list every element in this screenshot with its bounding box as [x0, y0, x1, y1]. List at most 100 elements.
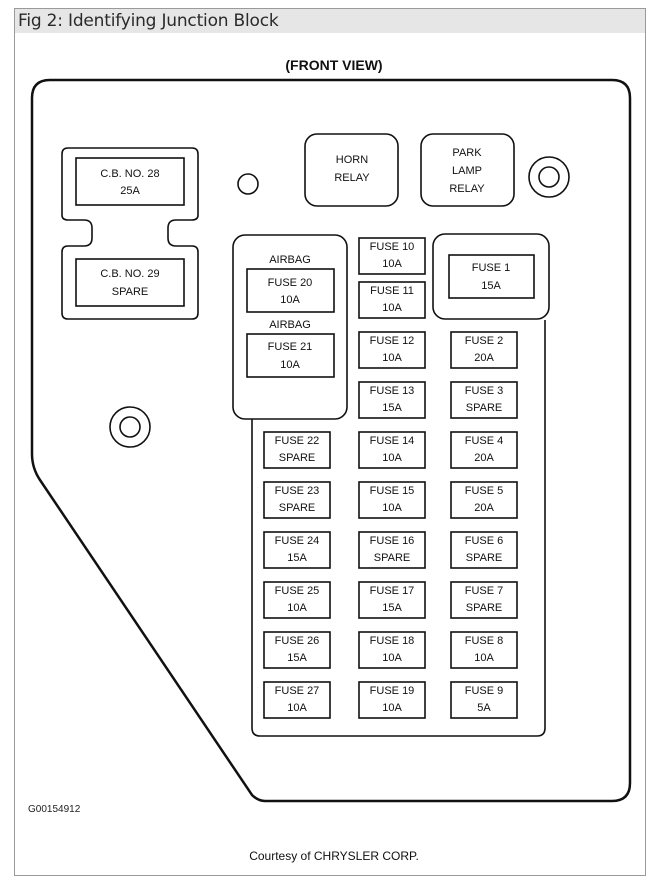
circuit-breaker-rating: 25A — [120, 185, 140, 197]
fuse-10: FUSE 10 10A — [358, 237, 426, 275]
fuse-rating: 10A — [280, 359, 300, 371]
fuse-rating: SPARE — [466, 602, 502, 614]
fuse-rating: 10A — [382, 258, 402, 270]
airbag-label: AIRBAG — [269, 254, 311, 266]
fuse-name: FUSE 14 — [370, 435, 415, 447]
fuse-25: FUSE 25 10A — [263, 581, 331, 619]
fuse-name: FUSE 7 — [465, 585, 504, 597]
fuse-name: FUSE 25 — [275, 585, 320, 597]
title-bar — [15, 9, 645, 33]
fuse-rating: 10A — [382, 502, 402, 514]
fuse-rating: 5A — [477, 702, 491, 714]
fuse-name: FUSE 22 — [275, 435, 320, 447]
fuse-22: FUSE 22 SPARE — [263, 431, 331, 469]
credit-line: Courtesy of CHRYSLER CORP. — [249, 849, 419, 863]
fuse-1: FUSE 1 15A — [448, 254, 535, 299]
fuse-name: FUSE 5 — [465, 485, 504, 497]
fuse-13: FUSE 13 15A — [358, 381, 426, 419]
horn-relay: HORN RELAY — [304, 133, 399, 207]
fuse-7: FUSE 7 SPARE — [450, 581, 518, 619]
fuse-8: FUSE 8 10A — [450, 631, 518, 669]
mounting-hole-right — [528, 156, 570, 198]
fuse-name: FUSE 21 — [268, 341, 313, 353]
fuse-name: FUSE 2 — [465, 335, 504, 347]
fuse-rating: SPARE — [279, 502, 315, 514]
relay-label-line: PARK — [452, 147, 482, 159]
fuse-name: FUSE 12 — [370, 335, 415, 347]
fuse-name: FUSE 6 — [465, 535, 504, 547]
fuse-name: FUSE 15 — [370, 485, 415, 497]
circuit-breaker-29: C.B. NO. 29 SPARE — [75, 258, 185, 307]
circuit-breaker-28: C.B. NO. 28 25A — [75, 157, 185, 206]
fuse-rating: SPARE — [466, 402, 502, 414]
image-code: G00154912 — [28, 804, 81, 815]
circuit-breaker-name: C.B. NO. 28 — [100, 168, 159, 180]
fuse-12: FUSE 12 10A — [358, 331, 426, 369]
relay-label-line: RELAY — [449, 183, 485, 195]
fuse-9: FUSE 9 5A — [450, 681, 518, 719]
relay-label-line: LAMP — [452, 165, 482, 177]
junction-block-outline — [30, 78, 632, 803]
fuse-name: FUSE 23 — [275, 485, 320, 497]
fuse-rating: 15A — [287, 552, 307, 564]
fuse-panel-outline — [251, 320, 546, 737]
fuse-6: FUSE 6 SPARE — [450, 531, 518, 569]
fuse-name: FUSE 18 — [370, 635, 415, 647]
fuse-rating: 10A — [287, 602, 307, 614]
fuse-15: FUSE 15 10A — [358, 481, 426, 519]
circuit-breaker-name: C.B. NO. 29 — [100, 268, 159, 280]
fuse-name: FUSE 9 — [465, 685, 504, 697]
fuse-name: FUSE 17 — [370, 585, 415, 597]
fuse-name: FUSE 3 — [465, 385, 504, 397]
fuse-name: FUSE 11 — [370, 285, 414, 297]
fuse-name: FUSE 19 — [370, 685, 415, 697]
fuse-5: FUSE 5 20A — [450, 481, 518, 519]
fuse-rating: SPARE — [279, 452, 315, 464]
fuse-rating: 10A — [382, 352, 402, 364]
fuse-16: FUSE 16 SPARE — [358, 531, 426, 569]
fuse-23: FUSE 23 SPARE — [263, 481, 331, 519]
fuse-1-housing — [432, 233, 550, 320]
fuse-rating: 20A — [474, 352, 494, 364]
fuse-27: FUSE 27 10A — [263, 681, 331, 719]
fuse-rating: 20A — [474, 502, 494, 514]
fuse-rating: 10A — [474, 652, 494, 664]
fuse-name: FUSE 16 — [370, 535, 415, 547]
fuse-rating: SPARE — [374, 552, 410, 564]
circuit-breaker-rating: SPARE — [112, 286, 148, 298]
fuse-18: FUSE 18 10A — [358, 631, 426, 669]
fuse-rating: 15A — [481, 280, 501, 292]
fuse-name: FUSE 4 — [465, 435, 504, 447]
relay-label-line: RELAY — [334, 172, 370, 184]
fuse-17: FUSE 17 15A — [358, 581, 426, 619]
fuse-name: FUSE 1 — [472, 262, 511, 274]
view-label: (FRONT VIEW) — [285, 57, 383, 73]
fuse-rating: 15A — [382, 602, 402, 614]
figure-title: Fig 2: Identifying Junction Block — [18, 11, 279, 31]
fuse-26: FUSE 26 15A — [263, 631, 331, 669]
fuse-rating: SPARE — [466, 552, 502, 564]
fuse-rating: 10A — [382, 652, 402, 664]
fuse-24: FUSE 24 15A — [263, 531, 331, 569]
relay-label-line: HORN — [336, 154, 368, 166]
fuse-name: FUSE 24 — [275, 535, 320, 547]
airbag-fuse-housing: AIRBAG FUSE 20 10A AIRBAG FUSE 21 10A — [232, 234, 348, 420]
fuse-2: FUSE 2 20A — [450, 331, 518, 369]
circuit-breaker-housing — [61, 147, 199, 320]
fuse-name: FUSE 20 — [268, 277, 313, 289]
fuse-19: FUSE 19 10A — [358, 681, 426, 719]
fuse-name: FUSE 10 — [370, 241, 415, 253]
fuse-14: FUSE 14 10A — [358, 431, 426, 469]
airbag-label: AIRBAG — [269, 319, 311, 331]
fuse-rating: 10A — [280, 294, 300, 306]
fuse-rating: 20A — [474, 452, 494, 464]
fuse-name: FUSE 8 — [465, 635, 504, 647]
mounting-hole-left — [109, 406, 151, 448]
fuse-rating: 10A — [382, 302, 402, 314]
fuse-rating: 10A — [382, 702, 402, 714]
fuse-3: FUSE 3 SPARE — [450, 381, 518, 419]
fuse-4: FUSE 4 20A — [450, 431, 518, 469]
fuse-name: FUSE 13 — [370, 385, 415, 397]
fuse-rating: 10A — [287, 702, 307, 714]
